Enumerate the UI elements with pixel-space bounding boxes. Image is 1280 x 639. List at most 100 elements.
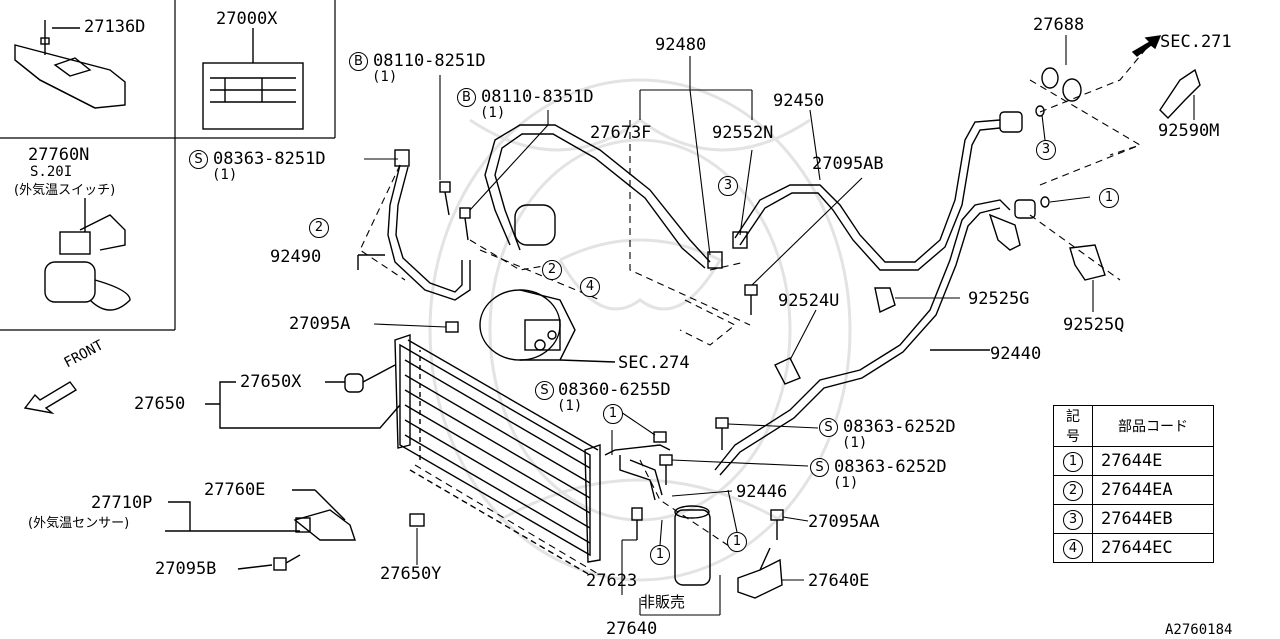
callout-08110-8251D: 08110-8251D [373,51,486,71]
callout-92525Q: 92525Q [1063,315,1125,335]
callout-27095A: 27095A [289,314,351,334]
callout-08363-6252D-a-qty: (1) [842,435,868,451]
callout-27688: 27688 [1033,15,1085,35]
part-code-legend: 記号 部品コード 1 27644E 2 27644EA 3 27644EB 4 … [1053,405,1214,563]
dashed-lines [359,49,1146,576]
callout-92590M: 92590M [1158,121,1220,141]
bolt-type-s-icon: S [810,458,829,477]
panel-27136D [14,20,126,109]
oring-3-marker: 3 [1036,140,1056,160]
legend-code: 27644E [1092,446,1214,476]
legend-code: 27644EA [1092,475,1214,505]
callout-92440: 92440 [990,344,1042,364]
label-27000X [202,28,304,130]
bolt-type-s-icon: S [535,381,554,400]
callout-08110-8251D-qty: (1) [372,69,398,85]
inset-frames [0,0,336,331]
callout-08363-6252D-b: 08363-6252D [834,457,947,477]
legend-row: 3 27644EB [1053,504,1214,534]
oring-1-marker: 1 [650,545,670,565]
callout-27650Y: 27650Y [380,564,442,584]
leader-lines [364,35,1195,616]
bolt-type-b-icon: B [349,52,368,71]
oring-3-marker: 3 [718,176,738,196]
leader-27095B [237,564,273,570]
callout-08363-8251D-qty: (1) [212,167,238,183]
callout-27095B: 27095B [155,559,217,579]
callout-27640E: 27640E [808,571,870,591]
legend-code: 27644EC [1092,533,1214,563]
legend-symbol: 3 [1063,510,1083,530]
hose-92590M [1159,68,1201,120]
pipe-92446 [604,444,671,501]
receiver-drier-27640 [674,505,783,599]
callout-92524U: 92524U [778,291,840,311]
figure-id: A2760184 [1165,622,1233,638]
sensor-27760E [292,489,356,541]
oring-4-marker: 4 [580,277,600,297]
oring-1-marker: 1 [727,532,747,552]
leader-27710P [165,501,300,532]
oring-1-marker: 1 [603,404,623,424]
legend-code: 27644EB [1092,504,1214,534]
legend-symbol: 2 [1063,481,1083,501]
callout-sec271: SEC.271 [1160,32,1232,52]
o-rings [1035,67,1082,208]
callout-27650X: 27650X [240,372,302,392]
callout-27136D: 27136D [84,17,146,37]
front-arrow [23,381,78,415]
hose-92490 [357,149,471,301]
watermark-emblem [428,78,852,582]
switch-27760N [44,198,131,311]
callout-92480: 92480 [655,35,707,55]
oring-2-marker: 2 [309,218,329,238]
oring-1-marker: 1 [1099,188,1119,208]
callout-not-for-sale: 非販売 [640,593,686,611]
bolt-type-s-icon: S [819,418,838,437]
callout-08360-6255D-qty: (1) [557,398,583,414]
callout-27760N: 27760N [28,145,90,165]
callout-08363-6252D-a: 08363-6252D [843,417,956,437]
callout-27650: 27650 [134,394,186,414]
clips [774,244,1106,385]
legend-symbol: 1 [1063,452,1083,472]
callout-27095AA: 27095AA [808,512,880,532]
callout-27673F: 27673F [590,123,652,143]
bolt-type-b-icon: B [457,88,476,107]
callout-92446: 92446 [736,482,788,502]
callout-sec274: SEC.274 [618,353,690,373]
callout-08110-8351D: 08110-8351D [481,87,594,107]
callout-outside-temp-sensor: (外気温センサー) [28,516,130,531]
callout-27640: 27640 [606,619,658,639]
pipe-92450 [732,111,1023,271]
bushing-27650X [325,364,396,393]
leader-27650 [205,381,401,429]
bolt-type-s-icon: S [189,150,208,169]
callout-92490: 92490 [270,247,322,267]
callout-27710P: 27710P [91,493,153,513]
pipe-92440 [714,199,1036,476]
callout-outside-temp-switch: (外気温スイッチ) [14,183,116,198]
callout-08110-8351D-qty: (1) [480,105,506,121]
callout-92450: 92450 [773,91,825,111]
legend-header: 記号 部品コード [1053,405,1214,447]
legend-row: 4 27644EC [1053,533,1214,563]
callout-27095AB: 27095AB [812,154,884,174]
legend-row: 1 27644E [1053,446,1214,476]
callout-27760E: 27760E [204,480,266,500]
compressor [479,289,616,363]
legend-row: 2 27644EA [1053,475,1214,505]
callout-27000X: 27000X [216,9,278,29]
hose-92480 [484,124,723,269]
callout-08363-8251D: 08363-8251D [213,149,326,169]
oring-2-marker: 2 [542,260,562,280]
legend-header-symbol: 記号 [1053,405,1093,447]
sec271-arrow [1131,35,1162,57]
callout-08360-6255D: 08360-6255D [558,380,671,400]
callout-92552N: 92552N [712,123,774,143]
condenser-27650 [394,334,601,576]
callout-08363-6252D-b-qty: (1) [833,475,859,491]
callout-92525G: 92525G [968,289,1030,309]
